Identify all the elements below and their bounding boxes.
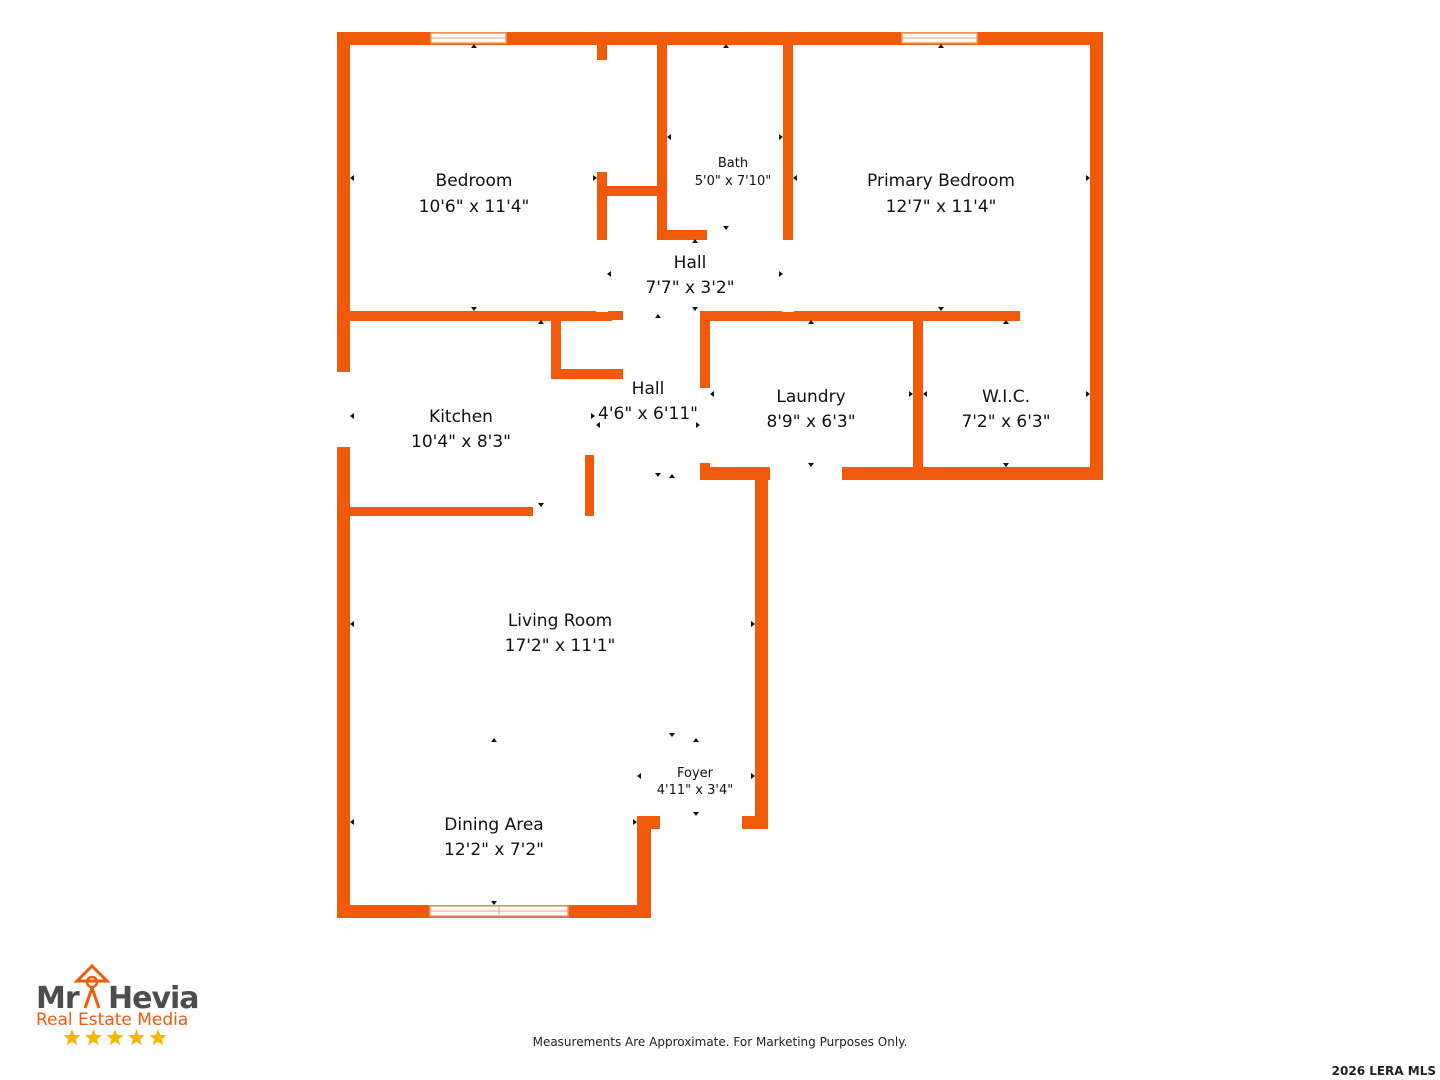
- star-icon: [63, 1029, 81, 1046]
- disclaimer-note: Measurements Are Approximate. For Market…: [532, 1035, 908, 1049]
- room-bath: Bath 5'0" x 7'10": [695, 156, 771, 189]
- room-name: Hall: [674, 253, 707, 273]
- room-name: Kitchen: [429, 407, 493, 427]
- star-icon: [84, 1029, 103, 1046]
- logo-tagline: Real Estate Media: [36, 1010, 188, 1030]
- room-laundry: Laundry 8'9" x 6'3": [766, 387, 855, 432]
- room-foyer: Foyer 4'11" x 3'4": [657, 766, 733, 798]
- room-name: W.I.C.: [982, 387, 1030, 407]
- room-hall-upper: Hall 7'7" x 3'2": [645, 253, 734, 298]
- logo-mr-text: Mr: [36, 981, 80, 1016]
- room-name: Dining Area: [444, 815, 543, 835]
- room-dimensions: 7'2" x 6'3": [961, 412, 1050, 432]
- room-name: Bath: [718, 156, 748, 171]
- brand-logo: Mr Hevia Real Estate Media: [36, 963, 200, 1046]
- room-dimensions: 8'9" x 6'3": [766, 412, 855, 432]
- room-name: Laundry: [776, 387, 845, 407]
- room-primary-bedroom: Primary Bedroom 12'7" x 11'4": [867, 171, 1015, 217]
- star-icon: [106, 1029, 124, 1046]
- copyright-text: 2026 LERA MLS: [1331, 1064, 1436, 1078]
- house-camera-icon: [73, 963, 111, 1009]
- room-bedroom: Bedroom 10'6" x 11'4": [419, 171, 530, 217]
- room-hall-middle: Hall 4'6" x 6'11": [598, 379, 698, 424]
- room-dimensions: 10'6" x 11'4": [419, 197, 530, 217]
- dimension-markers: [350, 44, 1090, 905]
- room-name: Bedroom: [436, 171, 513, 191]
- logo-brand-name: Hevia: [108, 981, 199, 1016]
- door-openings: [336, 60, 1090, 830]
- room-name: Primary Bedroom: [867, 171, 1015, 191]
- room-dimensions: 4'11" x 3'4": [657, 783, 733, 798]
- room-dimensions: 5'0" x 7'10": [695, 174, 771, 189]
- room-dimensions: 4'6" x 6'11": [598, 404, 698, 424]
- room-dimensions: 17'2" x 11'1": [505, 636, 616, 656]
- room-wic: W.I.C. 7'2" x 6'3": [961, 387, 1050, 432]
- room-kitchen: Kitchen 10'4" x 8'3": [411, 407, 511, 452]
- windows: [429, 32, 978, 917]
- room-dimensions: 10'4" x 8'3": [411, 432, 511, 452]
- star-icon: [127, 1029, 146, 1046]
- rating-stars: [63, 1029, 167, 1046]
- room-dimensions: 12'7" x 11'4": [886, 197, 997, 217]
- room-dining-area: Dining Area 12'2" x 7'2": [444, 815, 544, 860]
- room-name: Hall: [632, 379, 665, 399]
- room-dimensions: 12'2" x 7'2": [444, 840, 544, 860]
- room-dimensions: 7'7" x 3'2": [645, 278, 734, 298]
- room-name: Foyer: [677, 766, 714, 781]
- room-name: Living Room: [508, 611, 612, 631]
- star-icon: [149, 1029, 167, 1046]
- room-living-room: Living Room 17'2" x 11'1": [505, 611, 616, 656]
